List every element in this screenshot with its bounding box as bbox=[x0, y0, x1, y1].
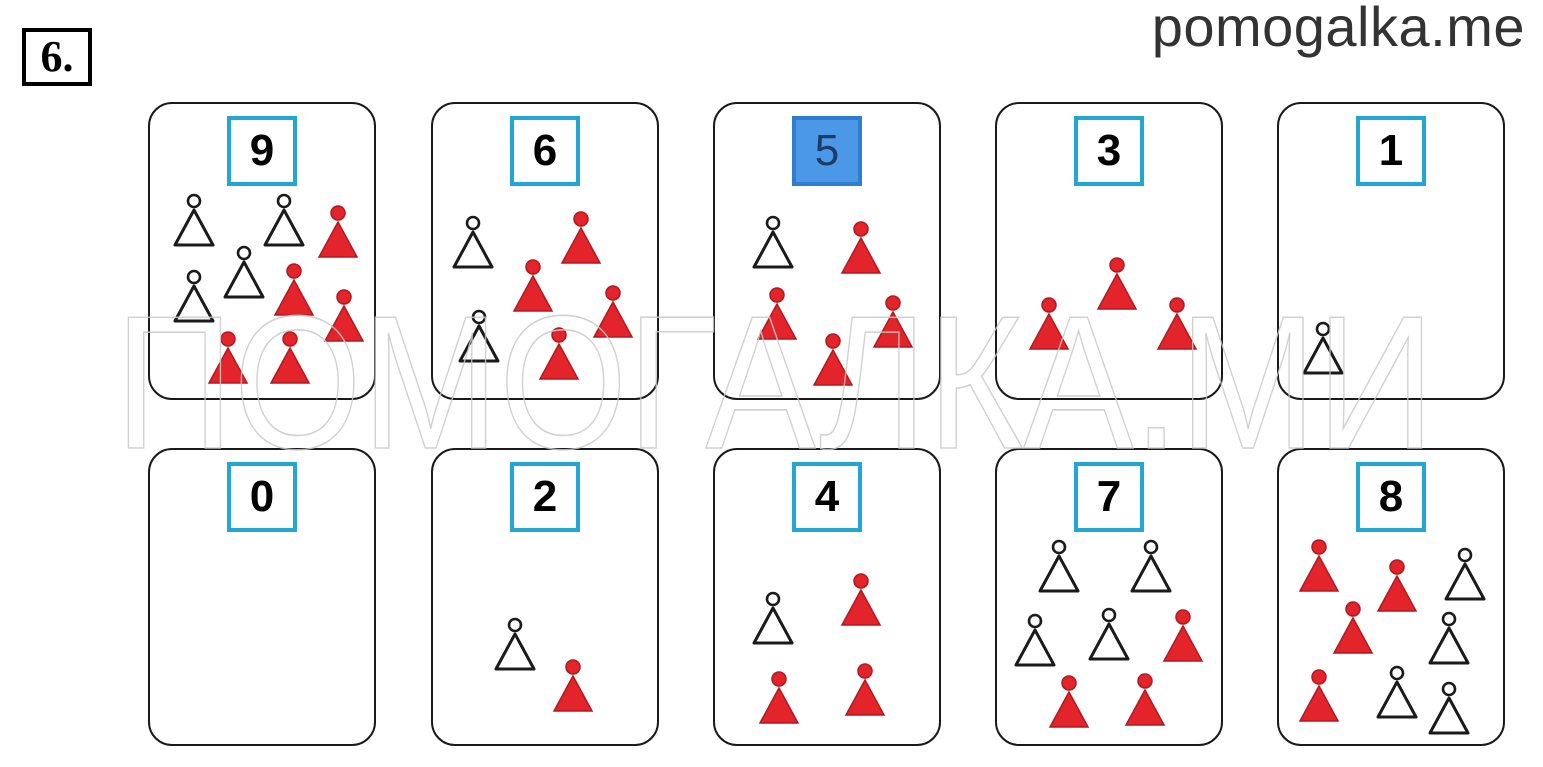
card-number: 5 bbox=[792, 116, 862, 186]
filled-figure-icon bbox=[1048, 675, 1090, 728]
card-number: 0 bbox=[227, 462, 297, 532]
filled-figure-icon bbox=[552, 659, 594, 712]
filled-figure-icon bbox=[840, 573, 882, 626]
filled-figure-icon bbox=[512, 259, 554, 312]
task-number: 6. bbox=[22, 28, 92, 86]
filled-figure-icon bbox=[317, 205, 359, 258]
outline-figure-icon bbox=[458, 309, 500, 363]
outline-figure-icon bbox=[263, 193, 305, 247]
filled-figure-icon bbox=[756, 287, 798, 340]
number-card-5: 1 bbox=[1277, 102, 1505, 400]
filled-figure-icon bbox=[758, 671, 800, 724]
filled-figure-icon bbox=[1096, 257, 1138, 310]
number-card-8: 4 bbox=[713, 448, 941, 746]
filled-figure-icon bbox=[273, 263, 315, 316]
filled-figure-icon bbox=[560, 211, 602, 264]
filled-figure-icon bbox=[323, 289, 365, 342]
outline-figure-icon bbox=[452, 215, 494, 269]
filled-figure-icon bbox=[1376, 559, 1418, 612]
outline-figure-icon bbox=[1130, 539, 1172, 593]
outline-figure-icon bbox=[173, 269, 215, 323]
number-card-1: 9 bbox=[148, 102, 376, 400]
card-number: 9 bbox=[227, 116, 297, 186]
site-watermark: pomogalka.me bbox=[1151, 0, 1525, 58]
outline-figure-icon bbox=[752, 591, 794, 645]
filled-figure-icon bbox=[1028, 297, 1070, 350]
card-number: 3 bbox=[1074, 116, 1144, 186]
outline-figure-icon bbox=[494, 617, 536, 671]
filled-figure-icon bbox=[1162, 609, 1204, 662]
number-card-4: 3 bbox=[995, 102, 1223, 400]
card-number: 8 bbox=[1356, 462, 1426, 532]
number-card-6: 0 bbox=[148, 448, 376, 746]
card-number: 2 bbox=[510, 462, 580, 532]
outline-figure-icon bbox=[1302, 321, 1344, 375]
card-number: 6 bbox=[510, 116, 580, 186]
number-card-2: 6 bbox=[431, 102, 659, 400]
outline-figure-icon bbox=[1376, 665, 1418, 719]
outline-figure-icon bbox=[752, 215, 794, 269]
filled-figure-icon bbox=[592, 285, 634, 338]
filled-figure-icon bbox=[269, 331, 311, 384]
outline-figure-icon bbox=[1038, 539, 1080, 593]
number-card-10: 8 bbox=[1277, 448, 1505, 746]
filled-figure-icon bbox=[207, 331, 249, 384]
filled-figure-icon bbox=[1332, 601, 1374, 654]
card-number: 7 bbox=[1074, 462, 1144, 532]
number-card-3: 5 bbox=[713, 102, 941, 400]
filled-figure-icon bbox=[872, 295, 914, 348]
outline-figure-icon bbox=[1428, 681, 1470, 735]
filled-figure-icon bbox=[844, 663, 886, 716]
filled-figure-icon bbox=[1298, 539, 1340, 592]
card-number: 4 bbox=[792, 462, 862, 532]
filled-figure-icon bbox=[1298, 669, 1340, 722]
filled-figure-icon bbox=[1156, 297, 1198, 350]
filled-figure-icon bbox=[538, 327, 580, 380]
outline-figure-icon bbox=[1088, 607, 1130, 661]
outline-figure-icon bbox=[1428, 611, 1470, 665]
number-card-9: 7 bbox=[995, 448, 1223, 746]
filled-figure-icon bbox=[812, 333, 854, 386]
filled-figure-icon bbox=[840, 221, 882, 274]
outline-figure-icon bbox=[173, 193, 215, 247]
number-card-7: 2 bbox=[431, 448, 659, 746]
outline-figure-icon bbox=[223, 245, 265, 299]
filled-figure-icon bbox=[1124, 673, 1166, 726]
card-number: 1 bbox=[1356, 116, 1426, 186]
outline-figure-icon bbox=[1444, 547, 1486, 601]
outline-figure-icon bbox=[1014, 613, 1056, 667]
